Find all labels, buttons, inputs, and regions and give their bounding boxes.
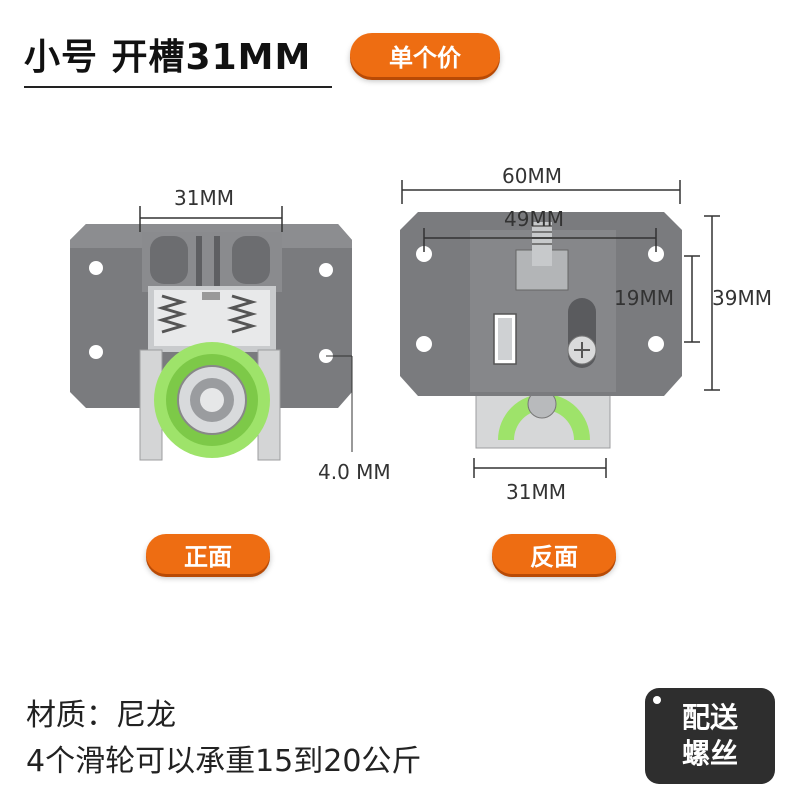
back-total-width-dimension: 60MM (502, 164, 562, 188)
load-capacity-spec: 4个滑轮可以承重15到20公斤 (26, 744, 422, 779)
back-slot-height-dimension: 19MM (614, 286, 674, 310)
badge-dot-icon (653, 696, 661, 704)
badge-line-1: 配送 (681, 701, 738, 734)
front-width-dimension: 31MM (174, 186, 234, 210)
title-underline (24, 86, 332, 88)
back-total-height-dimension: 39MM (712, 286, 772, 310)
back-hole-spacing-dimension: 49MM (504, 207, 564, 231)
page-title: 小号 开槽31MM (24, 37, 312, 78)
free-screws-badge: 配送 螺丝 (645, 688, 775, 784)
badge-line-2: 螺丝 (681, 737, 738, 770)
front-roller-image (70, 206, 353, 461)
price-badge: 单个价 (350, 33, 500, 77)
front-view-label: 正面 (146, 534, 270, 574)
back-groove-width-dimension: 31MM (506, 480, 566, 504)
back-roller-image (400, 180, 720, 478)
front-wheel-dimension: 4.0 MM (318, 460, 391, 484)
back-view-label: 反面 (492, 534, 616, 574)
material-spec: 材质：尼龙 (26, 698, 176, 733)
